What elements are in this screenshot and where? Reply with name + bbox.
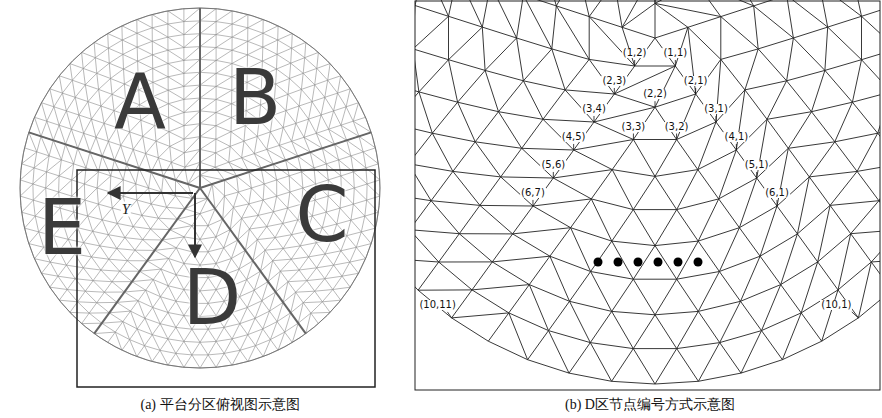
dot	[694, 258, 703, 267]
region-letter: A	[114, 64, 166, 140]
region-letter: E	[38, 190, 86, 266]
sector-line	[29, 132, 200, 188]
region-letter: C	[295, 177, 348, 253]
leader-line	[634, 60, 635, 66]
node-number: (1,2)	[622, 48, 648, 58]
node-number: (3,3)	[621, 122, 647, 132]
leader-line	[777, 200, 778, 206]
leader-line	[736, 144, 737, 150]
leader-line	[593, 116, 594, 122]
mesh-lines	[415, 0, 880, 384]
node-number: (5,1)	[744, 160, 770, 170]
leader-line	[676, 134, 677, 140]
figure-caption: (a) 平台分区俯视图示意图	[140, 398, 299, 412]
node-number: (3,4)	[581, 104, 607, 114]
dome-outline	[20, 8, 380, 368]
dot	[654, 258, 663, 267]
leader-line	[614, 88, 615, 94]
leader-line	[633, 134, 634, 140]
leader-line	[675, 60, 676, 66]
leader-line	[852, 312, 859, 318]
node-number: (2,1)	[683, 76, 709, 86]
leader-line	[695, 88, 696, 94]
node-number: (4,5)	[561, 132, 587, 142]
zoom-frame	[77, 170, 375, 387]
node-number: (2,2)	[642, 89, 668, 99]
leader-line	[756, 172, 757, 178]
node-number: (6,7)	[520, 188, 546, 198]
node-number: (1,1)	[662, 48, 688, 58]
node-number: (10,1)	[820, 300, 852, 310]
dot	[614, 258, 623, 267]
ellipsis-dots	[594, 258, 703, 267]
sector-line	[199, 8, 201, 188]
mesh-lines	[20, 8, 380, 368]
node-number: (6,1)	[764, 188, 790, 198]
y-axis-arrow	[108, 192, 193, 194]
node-number: (5,6)	[540, 160, 566, 170]
leader-line	[532, 200, 533, 206]
node-number: (3,2)	[664, 122, 690, 132]
leader-line	[573, 144, 574, 150]
node-number: (10,11)	[418, 300, 456, 310]
node-number: (4,1)	[723, 132, 749, 142]
axis-label: Y	[121, 202, 131, 217]
node-number: (2,3)	[601, 76, 627, 86]
panel-frame	[415, 1, 880, 390]
figure-caption: (b) D区节点编号方式示意图	[565, 398, 735, 412]
leader-line	[655, 101, 656, 107]
dome-mesh-detail	[415, 0, 880, 384]
leader-line	[553, 172, 554, 178]
leader-lines	[447, 60, 858, 318]
dot	[674, 258, 683, 267]
x-axis-arrow	[194, 193, 196, 257]
region-letter: B	[229, 60, 281, 136]
dot	[634, 258, 643, 267]
leader-line	[447, 312, 451, 318]
dome-mesh-top-view	[20, 8, 380, 368]
node-number: (3,1)	[703, 104, 729, 114]
region-letter: D	[183, 260, 242, 336]
dot	[594, 258, 603, 267]
leader-line	[716, 116, 717, 122]
